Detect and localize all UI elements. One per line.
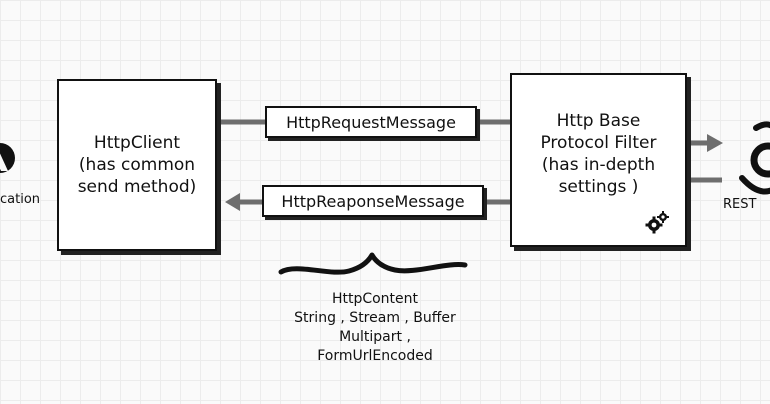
http-client-label: HttpClient (has common send method) — [77, 133, 197, 197]
request-message-node: HttpRequestMessage — [265, 106, 477, 138]
response-arrowhead — [225, 193, 240, 211]
gears-icon — [645, 211, 669, 234]
rest-service-icon — [739, 121, 770, 195]
request-message-label: HttpRequestMessage — [286, 112, 456, 132]
http-client-node: HttpClient (has common send method) — [57, 79, 217, 251]
application-icon — [0, 143, 15, 173]
rest-label: REST — [723, 197, 757, 212]
response-message-node: HttpReaponseMessage — [262, 185, 484, 217]
protocol-filter-node: Http Base Protocol Filter (has in-depth … — [510, 73, 687, 247]
response-message-label: HttpReaponseMessage — [281, 191, 465, 211]
content-brace — [278, 252, 468, 275]
protocol-filter-label: Http Base Protocol Filter (has in-depth … — [540, 111, 657, 197]
http-content-note: HttpContent String , Stream , Buffer Mul… — [294, 291, 456, 364]
application-label: cation — [0, 192, 41, 207]
rest-request-arrowhead — [707, 134, 723, 152]
